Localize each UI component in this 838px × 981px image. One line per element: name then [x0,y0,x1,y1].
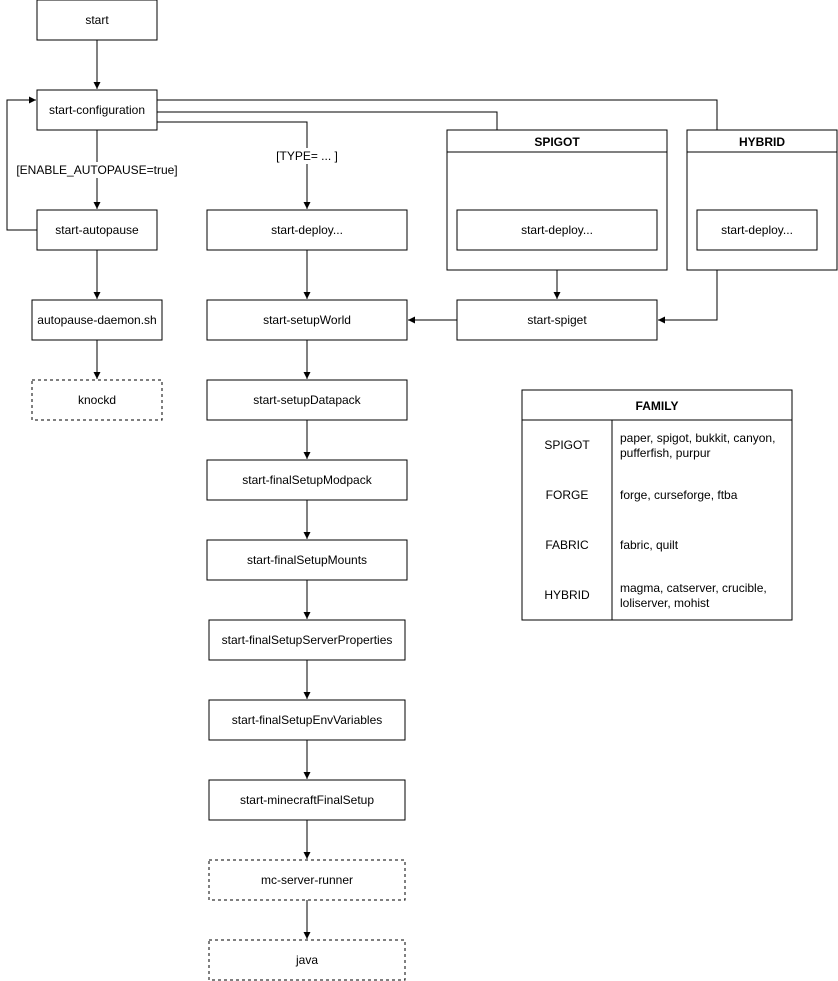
family-row-hybrid: HYBRID magma, catserver, crucible, lolis… [544,581,766,610]
node-spigot-start-deploy-label: start-deploy... [521,223,593,237]
node-knockd-label: knockd [78,393,116,407]
family-table: FAMILY SPIGOT paper, spigot, bukkit, can… [521,389,793,621]
family-name: HYBRID [544,588,590,602]
node-mc-server-runner[interactable]: mc-server-runner [208,859,406,901]
node-start-final-setup-env-variables-label: start-finalSetupEnvVariables [232,713,383,727]
node-java[interactable]: java [208,939,406,981]
node-start-configuration-label: start-configuration [49,103,145,117]
family-name: FORGE [546,488,589,502]
node-start-setup-world[interactable]: start-setupWorld [206,299,408,341]
family-members-line2: loliserver, mohist [620,596,710,610]
edge-autopause-loop-back [6,96,37,231]
edge-configuration-to-deploy [157,121,311,209]
node-start-spiget-label: start-spiget [527,313,587,327]
family-row-spigot: SPIGOT paper, spigot, bukkit, canyon, pu… [544,431,775,460]
node-hybrid-start-deploy[interactable]: start-deploy... [696,209,818,251]
node-knockd[interactable]: knockd [31,379,163,421]
node-start-final-setup-mounts-label: start-finalSetupMounts [247,553,367,567]
node-start-final-setup-server-properties[interactable]: start-finalSetupServerProperties [208,619,406,661]
family-members-line1: paper, spigot, bukkit, canyon, [620,431,775,445]
node-start-spiget[interactable]: start-spiget [456,299,658,341]
group-spigot-title: SPIGOT [534,135,580,149]
node-start-deploy-label: start-deploy... [271,223,343,237]
family-members-line2: pufferfish, purpur [620,446,711,460]
node-start-setup-datapack-label: start-setupDatapack [253,393,361,407]
family-members-line1: fabric, quilt [620,538,679,552]
node-start-final-setup-mounts[interactable]: start-finalSetupMounts [206,539,408,581]
family-table-title: FAMILY [636,399,679,413]
edges [6,40,721,939]
family-name: SPIGOT [544,438,590,452]
node-start-minecraft-final-setup-label: start-minecraftFinalSetup [240,793,374,807]
family-members-line1: forge, curseforge, ftba [620,488,738,502]
node-autopause-daemon[interactable]: autopause-daemon.sh [31,299,163,341]
node-java-label: java [295,953,318,967]
node-start-minecraft-final-setup[interactable]: start-minecraftFinalSetup [208,779,406,821]
node-start[interactable]: start [36,0,158,41]
node-spigot-start-deploy[interactable]: start-deploy... [456,209,658,251]
node-start-final-setup-env-variables[interactable]: start-finalSetupEnvVariables [208,699,406,741]
node-start-deploy[interactable]: start-deploy... [206,209,408,251]
node-start-autopause-label: start-autopause [55,223,139,237]
node-start-setup-datapack[interactable]: start-setupDatapack [206,379,408,421]
node-hybrid-start-deploy-label: start-deploy... [721,223,793,237]
node-autopause-daemon-label: autopause-daemon.sh [37,313,156,327]
node-start-final-setup-modpack-label: start-finalSetupModpack [242,473,372,487]
node-mc-server-runner-label: mc-server-runner [261,873,353,887]
node-start-final-setup-modpack[interactable]: start-finalSetupModpack [206,459,408,501]
edge-label-type-condition: [TYPE= ... ] [276,149,338,163]
family-members-line1: magma, catserver, crucible, [620,581,767,595]
edge-labels: [ENABLE_AUTOPAUSE=true] [TYPE= ... ] [16,148,340,178]
node-start-autopause[interactable]: start-autopause [36,209,158,251]
family-row-fabric: FABRIC fabric, quilt [545,538,678,552]
group-hybrid-title: HYBRID [739,135,785,149]
edge-label-autopause-condition: [ENABLE_AUTOPAUSE=true] [16,163,177,177]
node-start-label: start [85,13,109,27]
node-start-configuration[interactable]: start-configuration [36,89,158,131]
node-start-setup-world-label: start-setupWorld [263,313,351,327]
edge-hybrid-deploy-to-spiget [658,250,718,324]
family-name: FABRIC [545,538,589,552]
node-start-final-setup-server-properties-label: start-finalSetupServerProperties [222,633,393,647]
family-row-forge: FORGE forge, curseforge, ftba [546,488,738,502]
